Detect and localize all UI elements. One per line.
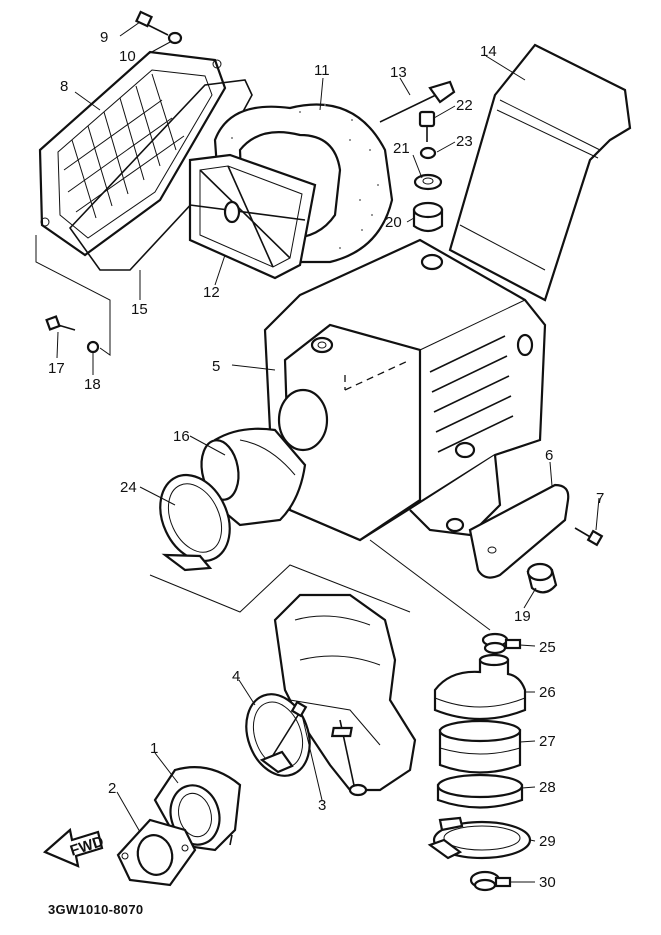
part-22-bolt bbox=[418, 110, 436, 142]
label-30: 30 bbox=[539, 874, 556, 891]
leader-lines bbox=[56, 21, 600, 883]
label-1: 1 bbox=[150, 740, 158, 757]
part-18-washer bbox=[86, 340, 100, 354]
label-14: 14 bbox=[480, 43, 497, 60]
part-6-cover-plate bbox=[468, 483, 570, 579]
part-10-washer bbox=[167, 31, 183, 45]
part-14-intake-duct bbox=[448, 43, 632, 356]
part-4-clamp bbox=[245, 693, 311, 777]
part-29-band-clamp bbox=[427, 816, 532, 860]
part-9-screw bbox=[134, 10, 169, 36]
label-20: 20 bbox=[385, 214, 402, 231]
label-16: 16 bbox=[173, 428, 190, 445]
label-8: 8 bbox=[60, 78, 68, 95]
part-12-filter-frame bbox=[188, 153, 317, 280]
label-18: 18 bbox=[84, 376, 101, 393]
part-7-screw bbox=[574, 527, 604, 547]
label-19: 19 bbox=[514, 608, 531, 625]
part-13-bolt bbox=[379, 80, 456, 123]
label-11: 11 bbox=[314, 62, 330, 79]
label-13: 13 bbox=[390, 64, 407, 81]
label-29: 29 bbox=[539, 833, 556, 850]
label-21: 21 bbox=[393, 140, 410, 157]
label-24: 24 bbox=[120, 479, 137, 496]
label-7: 7 bbox=[596, 490, 604, 507]
label-10: 10 bbox=[119, 48, 136, 65]
label-26: 26 bbox=[539, 684, 556, 701]
label-23: 23 bbox=[456, 133, 473, 150]
part-20-grommet bbox=[412, 201, 444, 233]
diagram-code: 3GW1010-8070 bbox=[48, 902, 143, 917]
part-26-cap bbox=[433, 653, 527, 721]
part-labels: 9 10 8 11 13 14 22 23 21 20 15 12 5 16 2… bbox=[48, 29, 604, 891]
fwd-arrow-icon: FWD bbox=[42, 827, 106, 868]
part-30-clip bbox=[469, 870, 512, 892]
label-6: 6 bbox=[545, 447, 553, 464]
part-19-grommet bbox=[526, 562, 558, 594]
label-27: 27 bbox=[539, 733, 556, 750]
label-15: 15 bbox=[131, 301, 148, 318]
label-2: 2 bbox=[108, 780, 116, 797]
assembly-guide-lines bbox=[35, 235, 491, 631]
part-8-air-cleaner-cover bbox=[38, 50, 227, 257]
part-17-screw bbox=[45, 315, 76, 331]
part-28-ring bbox=[436, 773, 524, 809]
label-25: 25 bbox=[539, 639, 556, 656]
part-5-air-cleaner-case bbox=[263, 238, 547, 542]
part-24-clamp bbox=[159, 473, 231, 572]
part-3-screw bbox=[259, 700, 308, 774]
part-2-gasket bbox=[116, 818, 197, 887]
label-12: 12 bbox=[203, 284, 220, 301]
part-21-collar bbox=[413, 173, 443, 191]
label-9: 9 bbox=[100, 29, 108, 46]
label-17: 17 bbox=[48, 360, 65, 377]
label-4: 4 bbox=[232, 668, 240, 685]
part-27-drain-body bbox=[330, 719, 522, 774]
label-5: 5 bbox=[212, 358, 220, 375]
part-23-washer bbox=[419, 146, 437, 160]
label-28: 28 bbox=[539, 779, 556, 796]
fwd-label: FWD bbox=[68, 833, 106, 860]
label-22: 22 bbox=[456, 97, 473, 114]
part-25-clip bbox=[481, 632, 522, 655]
label-3: 3 bbox=[318, 797, 326, 814]
